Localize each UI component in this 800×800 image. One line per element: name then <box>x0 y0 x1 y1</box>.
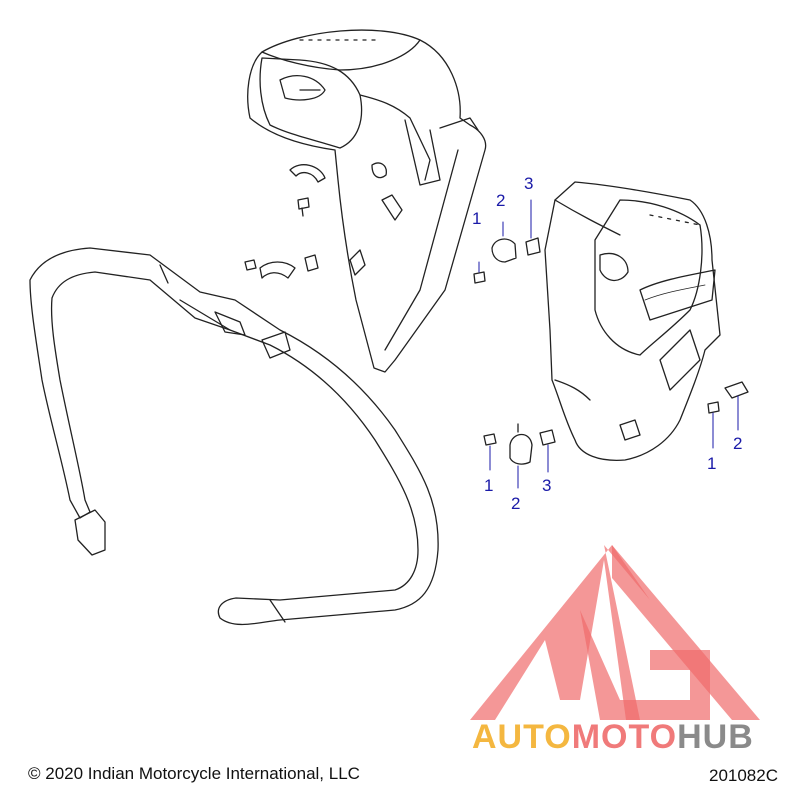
clamp-part-left-2 <box>259 261 296 279</box>
callout-1-right: 1 <box>707 454 717 473</box>
bolt-part-left-2 <box>244 259 257 271</box>
clip-part-left <box>304 254 319 272</box>
clamp-part-left <box>289 164 326 183</box>
watermark-text-hub: HUB <box>677 718 754 756</box>
watermark-text-moto: MOTO <box>571 718 678 756</box>
callout-2-upper: 2 <box>496 191 506 210</box>
bolt-part-left <box>297 197 310 217</box>
bolt-part-1-lower <box>483 433 497 471</box>
watermark-text: AUTOMOTOHUB <box>472 718 754 757</box>
callout-2-right: 2 <box>733 434 743 453</box>
callout-3-lower: 3 <box>542 476 552 495</box>
bolt-part-1-right <box>707 401 720 449</box>
clamp-part-2-lower <box>509 423 533 489</box>
highway-bar <box>29 247 439 626</box>
callout-3-upper: 3 <box>524 174 534 193</box>
watermark-text-auto: AUTO <box>472 718 572 756</box>
left-fairing-cowl <box>247 29 487 373</box>
right-fairing-cowl <box>544 181 721 461</box>
copyright-text: © 2020 Indian Motorcycle International, … <box>28 764 360 783</box>
figure-id: 201082C <box>708 766 778 785</box>
clamp-part-2-upper <box>491 221 517 263</box>
callout-1-lower: 1 <box>484 476 494 495</box>
callout-1-upper: 1 <box>472 209 482 228</box>
clip-part-3-lower <box>539 429 556 473</box>
callout-2-lower: 2 <box>511 494 521 513</box>
watermark-logo-icon <box>470 545 760 720</box>
clip-part-3-upper <box>525 199 541 256</box>
clip-part-2-right <box>724 381 749 431</box>
bolt-part-1-upper <box>473 261 486 284</box>
